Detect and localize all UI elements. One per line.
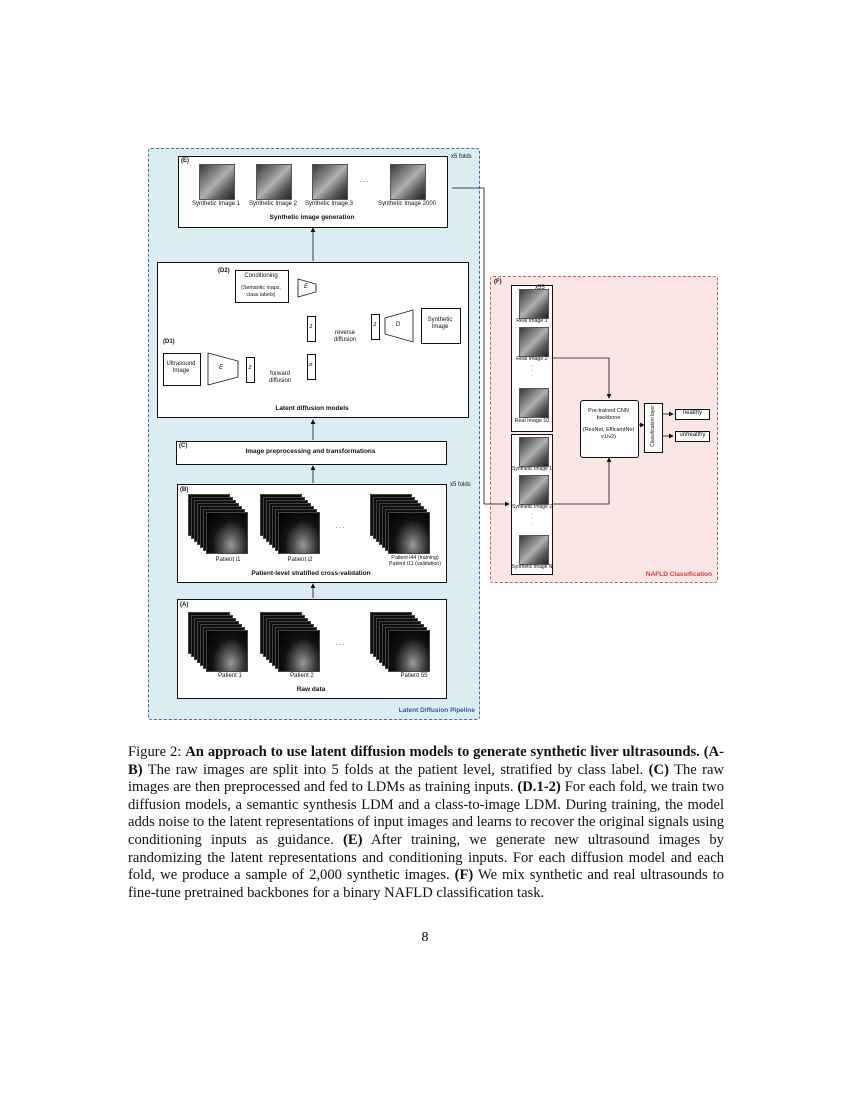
decoder-shape xyxy=(384,309,414,343)
caption-d-text: For each fold, we train two diffusion mo… xyxy=(128,779,724,848)
box-e-tag: (E) xyxy=(181,158,189,164)
unhealthy-box xyxy=(675,431,710,442)
caption-e-tag: (E) xyxy=(343,831,363,848)
caption-c-tag: (C) xyxy=(648,761,669,778)
b-label-3a: Patient i44 (training) xyxy=(391,555,439,561)
synthetic-thumb-2 xyxy=(256,164,292,200)
real-thumb-10 xyxy=(519,388,549,418)
z-top-label: z xyxy=(309,324,313,330)
f-synthetic-label-n: Synthetic Image N xyxy=(511,564,553,570)
e-label-2: Synthetic Image 2 xyxy=(248,201,298,207)
b-dots: . . . xyxy=(336,524,345,530)
box-a-tag: (A) xyxy=(180,602,189,608)
box-f-tag: (F) xyxy=(494,279,502,285)
z-mid-label: zt xyxy=(308,362,313,368)
reverse-diffusion-label: reverse diffusion xyxy=(333,330,357,343)
caption-f-text: We mix synthetic and real ultrasounds to… xyxy=(128,867,724,901)
z-left-box xyxy=(246,357,255,383)
f-synthetic-label-1: Synthetic Image 1 xyxy=(511,466,553,472)
a-label-2: Patient 2 xyxy=(290,673,314,679)
e-label-1: Synthetic Image 1 xyxy=(191,201,241,207)
real-label-1: Real Image 1 xyxy=(516,318,548,324)
synthetic-thumb-1 xyxy=(199,164,235,200)
ultrasound-image-label: Ultrasound Image xyxy=(166,361,196,374)
real-thumb-2 xyxy=(519,327,549,357)
box-e-folds: x5 folds xyxy=(451,154,472,160)
classification-layer-box xyxy=(644,403,663,453)
f-count: x55 xyxy=(535,285,545,291)
caption-figure-label: Figure 2: xyxy=(128,744,182,760)
decoder-label: D xyxy=(395,322,401,328)
classification-label: NAFLD Classification xyxy=(645,571,712,578)
z-top-box xyxy=(307,316,316,342)
caption-c-text: The raw images are then preprocessed and… xyxy=(128,761,725,796)
synthetic-thumb-3 xyxy=(312,164,348,200)
box-b-title: Patient-level stratified cross-validatio… xyxy=(251,570,371,577)
e-label-3: Synthetic Image 3 xyxy=(304,201,354,207)
a-dots: . . . xyxy=(336,641,345,647)
box-c-tag: (C) xyxy=(179,443,188,449)
e-dots: . . . xyxy=(360,178,369,184)
synthetic-dots: ··· xyxy=(531,511,533,527)
box-e-title: Synthetic image generation xyxy=(269,214,355,221)
caption-title: An approach to use latent diffusion mode… xyxy=(185,744,700,760)
e-label-2000: Synthetic Image 2000 xyxy=(377,201,437,207)
caption-f-tag: (F) xyxy=(454,867,474,884)
conditioning-sub: (Semantic maps, class labels) xyxy=(241,285,281,298)
synthetic-image-label: Synthetic Image xyxy=(427,317,453,330)
box-d1-tag: (D1) xyxy=(163,339,175,345)
forward-diffusion-label: forward diffusion xyxy=(268,371,292,384)
figure-caption: Figure 2: An approach to use latent diff… xyxy=(128,744,724,902)
caption-ab-tag: (A-B) xyxy=(128,744,725,778)
real-thumb-1 xyxy=(519,289,549,319)
classification-layer-label: Classification layer xyxy=(650,405,656,447)
box-d-title: Latent diffusion models xyxy=(275,405,349,412)
pipeline-label: Latent Diffusion Pipeline xyxy=(398,707,475,714)
synthetic-image-box xyxy=(421,308,461,344)
caption-ab-text: The raw images are split into 5 folds at… xyxy=(147,761,644,778)
real-label-10: Real Image 10 xyxy=(514,418,550,424)
page-number: 8 xyxy=(421,930,429,945)
healthy-box xyxy=(675,409,710,420)
backbone-sub: (ResNet, EfficientNet v1/v2) xyxy=(582,427,635,440)
a-label-3: Patient 55 xyxy=(400,673,428,679)
real-label-2: Real Image 2 xyxy=(516,356,548,362)
encoder-top-label: E xyxy=(303,284,308,290)
f-synthetic-thumb-2 xyxy=(519,475,549,505)
z-right-label: z xyxy=(373,322,377,328)
box-c-title: Image preprocessing and transformations xyxy=(245,448,376,455)
encoder-bottom-shape xyxy=(207,352,239,386)
box-c xyxy=(176,441,447,465)
backbone-title: Pre-trained CNN backbone xyxy=(588,408,629,421)
figure: Latent Diffusion Pipeline NAFLD Classifi… xyxy=(148,148,718,720)
box-b-tag: (B) xyxy=(180,487,189,493)
z-right-box xyxy=(371,314,380,340)
box-b-folds: x5 folds xyxy=(450,482,471,488)
b-label-1: Patient i1 xyxy=(215,557,241,563)
synthetic-thumb-2000 xyxy=(390,164,426,200)
f-synthetic-thumb-1 xyxy=(519,437,549,467)
ultrasound-image-box xyxy=(163,353,201,386)
encoder-bottom-label: E xyxy=(218,365,223,371)
box-d2-tag: (D2) xyxy=(218,268,230,274)
unhealthy-label: unhealthy xyxy=(679,432,706,438)
real-dots: ··· xyxy=(531,363,533,379)
f-synthetic-label-2: Synthetic Image 2 xyxy=(511,504,553,510)
healthy-label: healthy xyxy=(682,410,703,416)
conditioning-title: Conditioning xyxy=(244,273,278,279)
a-label-1: Patient 1 xyxy=(218,673,242,679)
z-left-label: z xyxy=(248,365,252,371)
caption-e-text: After training, we generate new ultrasou… xyxy=(128,831,724,884)
backbone-box xyxy=(580,400,639,458)
f-synthetic-thumb-n xyxy=(519,535,549,565)
conditioning-box xyxy=(235,270,289,303)
encoder-top-shape xyxy=(297,278,317,298)
box-a-title: Raw data xyxy=(296,686,326,693)
z-mid-box xyxy=(307,354,316,380)
caption-d-tag: (D.1-2) xyxy=(517,779,561,796)
b-label-2: Patient i2 xyxy=(287,557,313,563)
b-label-3b: Patient i11 (validation) xyxy=(388,561,442,567)
